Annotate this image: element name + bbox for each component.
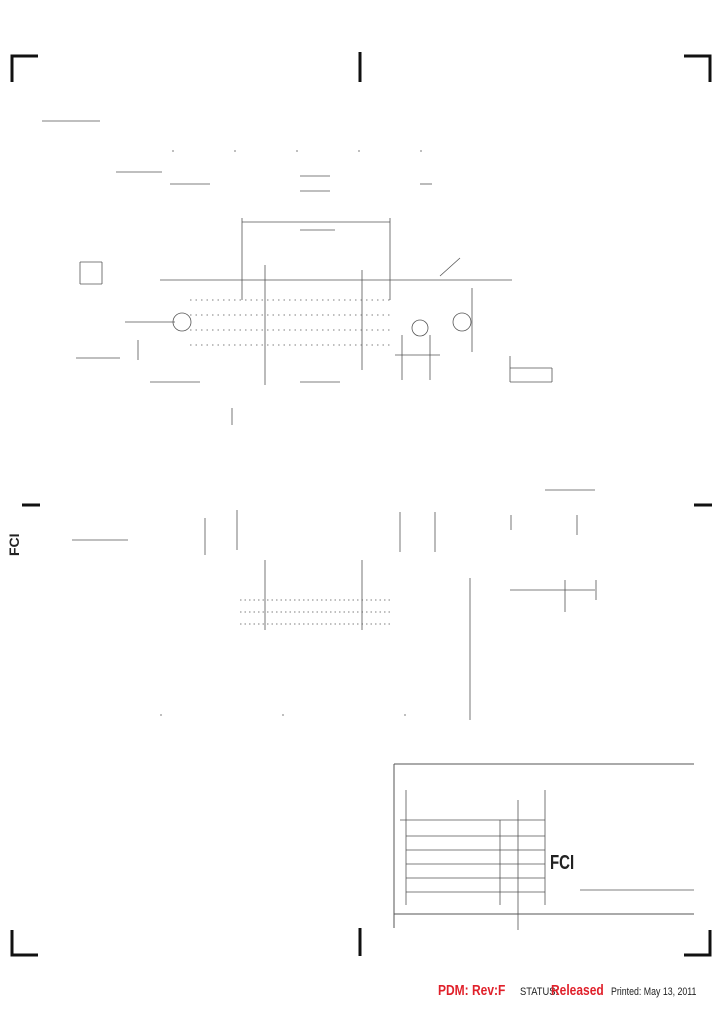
footer-status-value: Released (551, 982, 604, 999)
footer-status-label: STATUS: (520, 986, 559, 998)
footer-printed-date: Printed: May 13, 2011 (611, 986, 697, 998)
side-logo-text: FCI (6, 533, 22, 556)
corner-mark-top-right (684, 54, 712, 82)
title-block-logo: FCI (550, 852, 574, 875)
footer-pdm-revision: PDM: Rev:F (438, 982, 506, 999)
title-block-logo-text: FCI (550, 852, 575, 874)
corner-mark-bottom-right (684, 930, 712, 957)
side-logo: FCI (6, 516, 22, 556)
corner-mark-bottom-left (10, 930, 38, 957)
corner-mark-top-left (10, 54, 38, 82)
